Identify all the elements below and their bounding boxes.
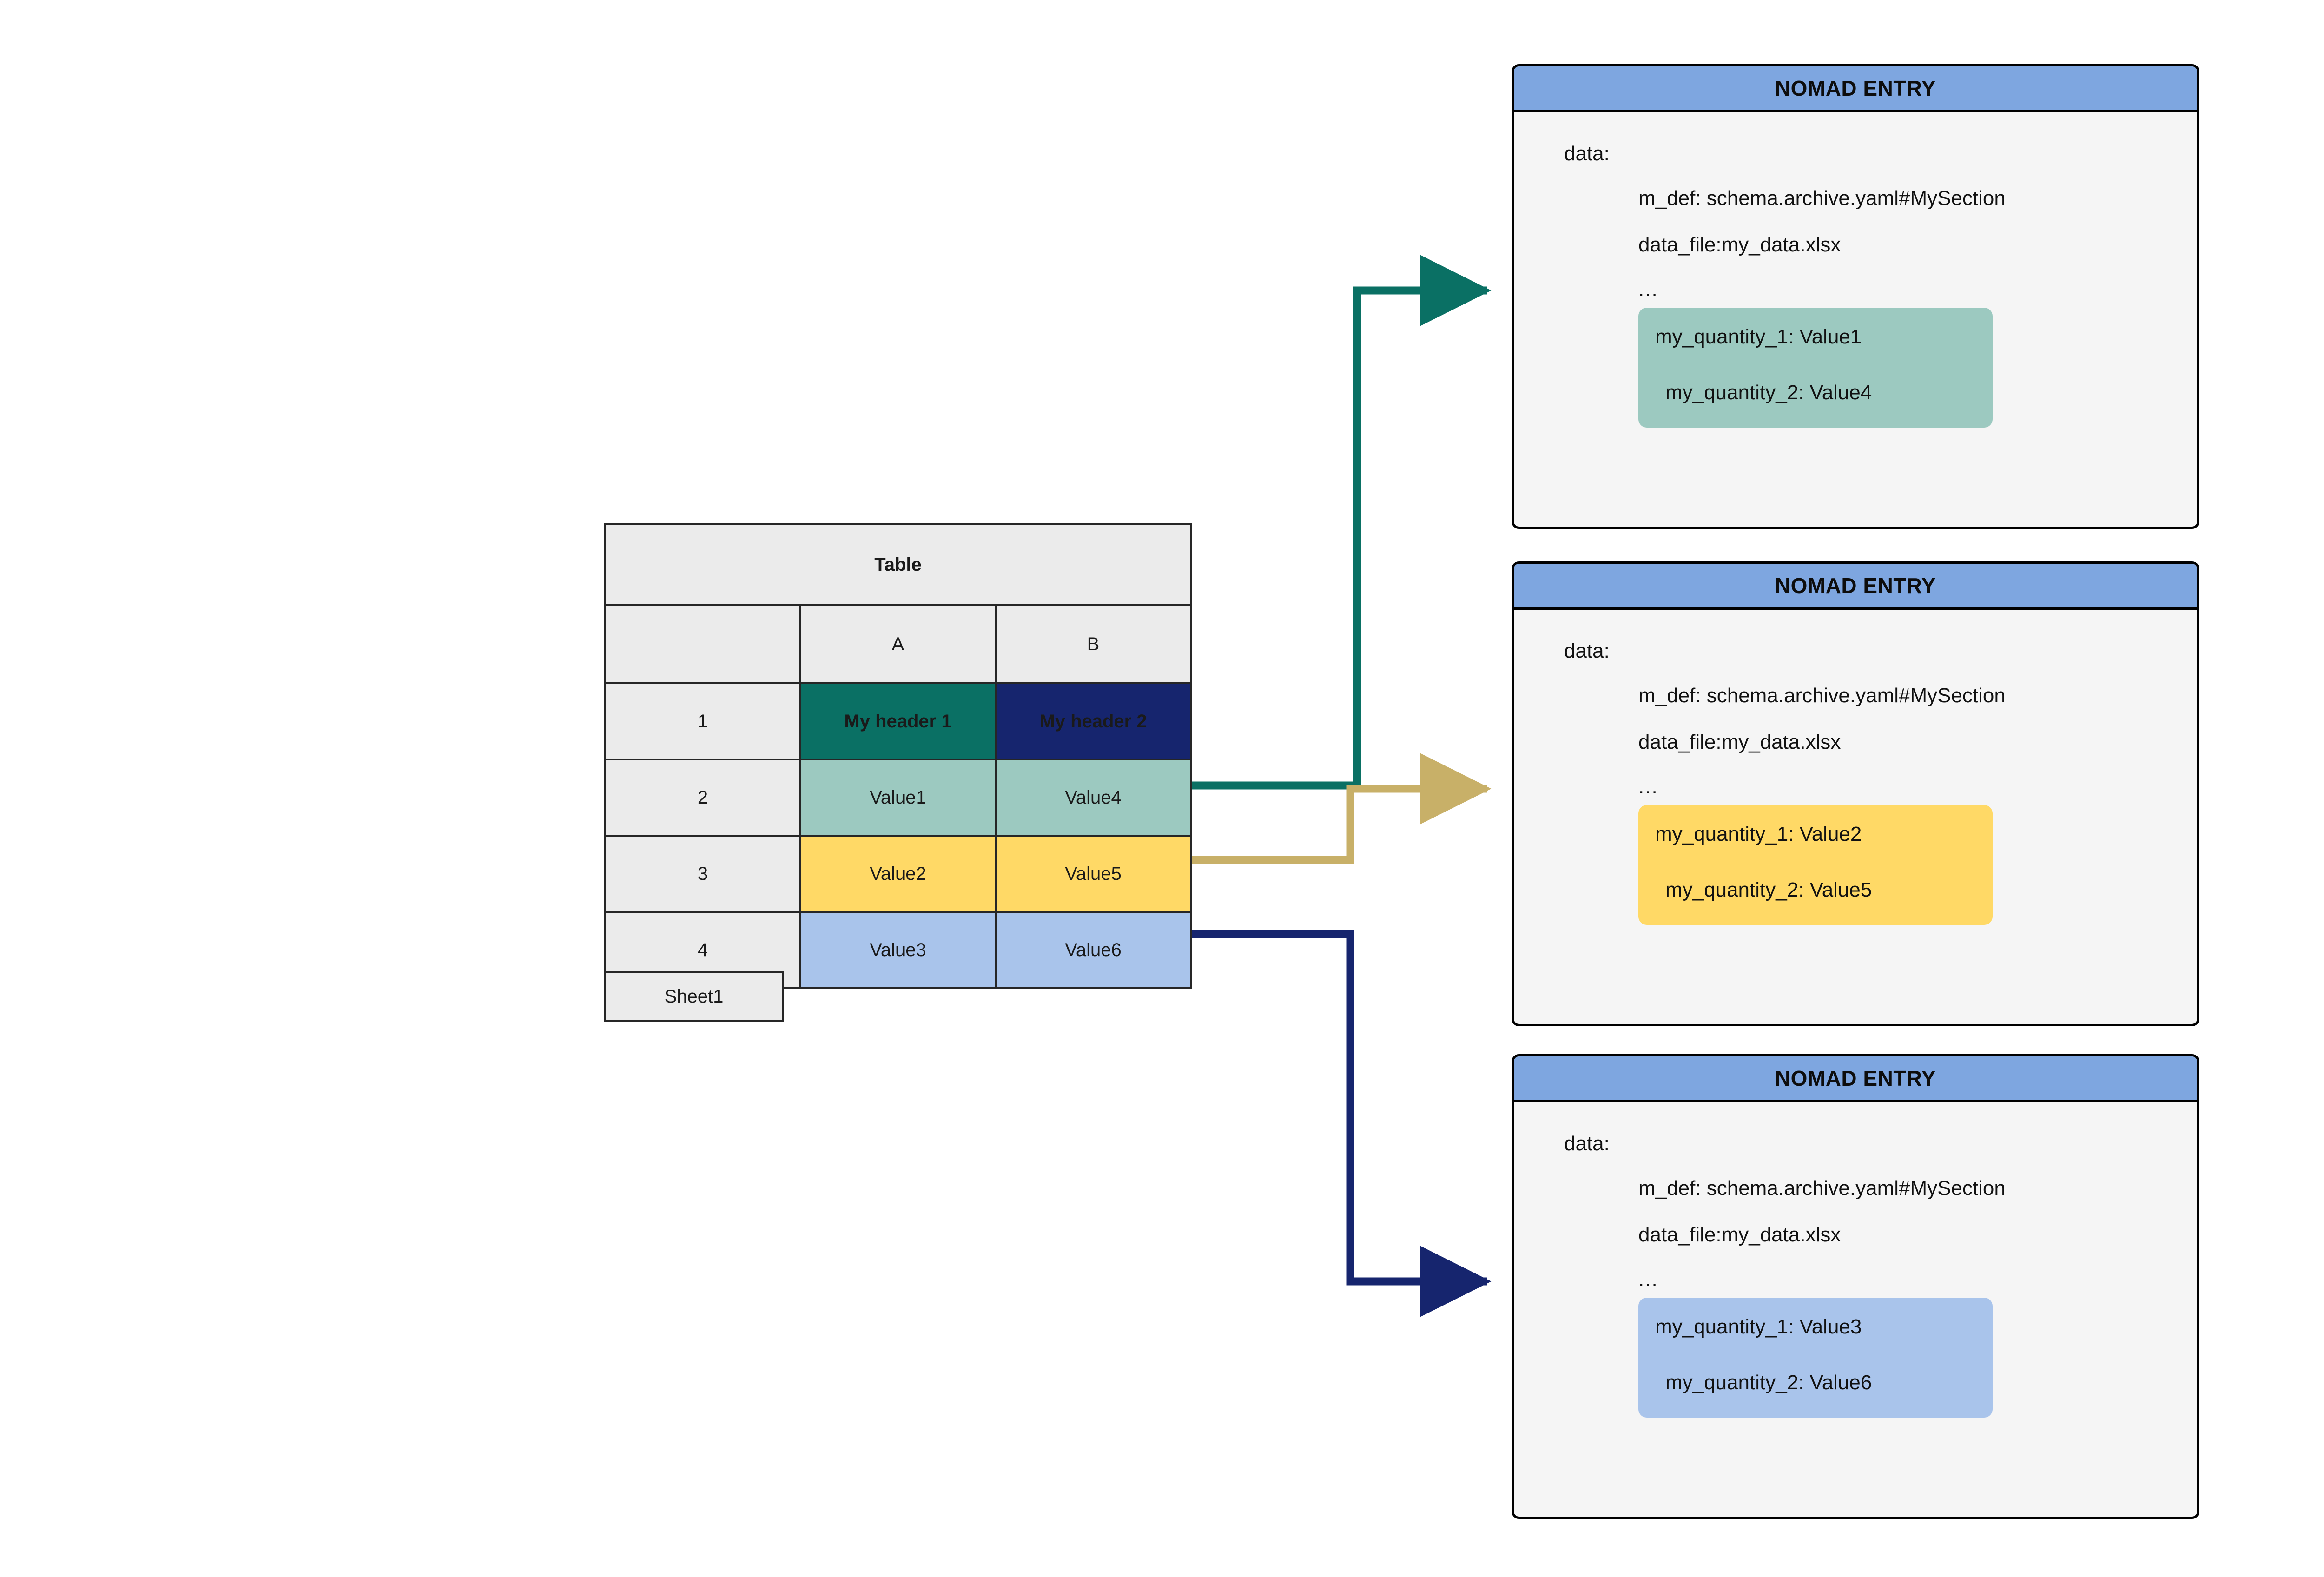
nomad-entry-card-1: NOMAD ENTRY data: m_def: schema.archive.… <box>1512 64 2199 529</box>
data-label-1: data: <box>1564 142 1610 165</box>
quantity-highlight-box-3: my_quantity_1: Value3 my_quantity_2: Val… <box>1638 1298 1993 1418</box>
card-title-1: NOMAD ENTRY <box>1514 66 2197 112</box>
connector-row4-to-entry3 <box>1192 930 1492 1317</box>
table-row: 1 My header 1 My header 2 <box>604 682 1192 760</box>
data-file-line-1: data_file:my_data.xlsx <box>1638 233 1841 256</box>
row-number-3[interactable]: 3 <box>604 835 801 913</box>
quantity-highlight-box-2: my_quantity_1: Value2 my_quantity_2: Val… <box>1638 805 1993 925</box>
nomad-entry-card-2: NOMAD ENTRY data: m_def: schema.archive.… <box>1512 561 2199 1026</box>
cell-b3[interactable]: Value5 <box>995 835 1192 913</box>
ellipsis-3: ... <box>1638 1268 1658 1291</box>
table-title: Table <box>604 523 1192 606</box>
table-grid: Table A B 1 My header 1 My header 2 2 Va… <box>604 523 1192 989</box>
cell-a2[interactable]: Value1 <box>799 759 997 837</box>
card-title-2: NOMAD ENTRY <box>1514 564 2197 610</box>
quantity-2-line-2: my_quantity_2: Value5 <box>1665 878 1872 901</box>
cell-b2[interactable]: Value4 <box>995 759 1192 837</box>
table-row: 3 Value2 Value5 <box>604 835 1192 913</box>
card-title-3: NOMAD ENTRY <box>1514 1056 2197 1102</box>
corner-cell[interactable] <box>604 604 801 684</box>
table-title-row: Table <box>604 523 1192 606</box>
m-def-line-3: m_def: schema.archive.yaml#MySection <box>1638 1177 2006 1200</box>
connector-row2-to-entry1 <box>1192 255 1492 790</box>
data-label-3: data: <box>1564 1132 1610 1155</box>
cell-a3[interactable]: Value2 <box>799 835 997 913</box>
column-header-b[interactable]: B <box>995 604 1192 684</box>
row-number-1[interactable]: 1 <box>604 682 801 760</box>
ellipsis-1: ... <box>1638 278 1658 301</box>
cell-a1[interactable]: My header 1 <box>799 682 997 760</box>
row-number-2[interactable]: 2 <box>604 759 801 837</box>
table-row: 2 Value1 Value4 <box>604 759 1192 837</box>
nomad-entry-card-3: NOMAD ENTRY data: m_def: schema.archive.… <box>1512 1054 2199 1519</box>
data-file-line-3: data_file:my_data.xlsx <box>1638 1223 1841 1246</box>
quantity-1-line-2: my_quantity_1: Value2 <box>1655 823 1862 845</box>
ellipsis-2: ... <box>1638 775 1658 798</box>
data-file-line-2: data_file:my_data.xlsx <box>1638 731 1841 753</box>
m-def-line-1: m_def: schema.archive.yaml#MySection <box>1638 187 2006 210</box>
cell-a4[interactable]: Value3 <box>799 911 997 989</box>
sheet-tab-sheet1[interactable]: Sheet1 <box>604 971 784 1022</box>
column-header-a[interactable]: A <box>799 604 997 684</box>
data-label-2: data: <box>1564 640 1610 662</box>
quantity-2-line-3: my_quantity_2: Value6 <box>1665 1371 1872 1394</box>
quantity-1-line-3: my_quantity_1: Value3 <box>1655 1315 1862 1338</box>
table-column-header-row: A B <box>604 604 1192 684</box>
quantity-highlight-box-1: my_quantity_1: Value1 my_quantity_2: Val… <box>1638 308 1993 428</box>
quantity-1-line-1: my_quantity_1: Value1 <box>1655 325 1862 348</box>
m-def-line-2: m_def: schema.archive.yaml#MySection <box>1638 684 2006 707</box>
cell-b1[interactable]: My header 2 <box>995 682 1192 760</box>
quantity-2-line-1: my_quantity_2: Value4 <box>1665 381 1872 404</box>
spreadsheet-table: Table A B 1 My header 1 My header 2 2 Va… <box>604 523 1192 989</box>
connector-row3-to-entry2 <box>1192 753 1492 864</box>
cell-b4[interactable]: Value6 <box>995 911 1192 989</box>
